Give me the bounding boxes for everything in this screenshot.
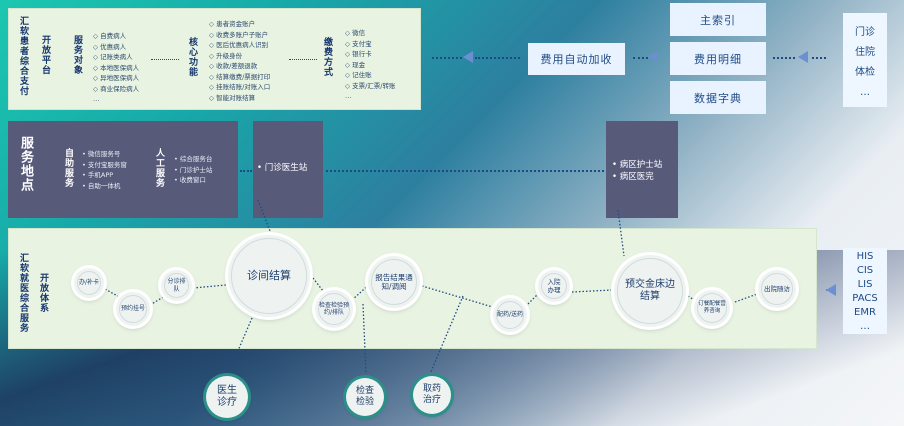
payment-method-list: ◇ 微信 ◇ 支付宝 ◇ 银行卡 ◇ 现金 ◇ 记住账 ◇ 支票/汇票/转账 … bbox=[345, 28, 395, 102]
top-panel-platform: 开放平台 bbox=[40, 35, 50, 75]
list-item: ◇ 优惠病人 bbox=[93, 42, 127, 51]
list-item: • 门诊护士站 bbox=[174, 165, 213, 174]
list-item: ◇ 智能对账结算 bbox=[209, 93, 256, 102]
list-item: • 支付宝服务窗 bbox=[82, 160, 127, 169]
manual-service-label: 人工服务 bbox=[154, 148, 164, 188]
connector bbox=[326, 170, 604, 172]
list-item: ◇ 升级身份 bbox=[209, 51, 243, 60]
master-index-box: 主索引 bbox=[670, 3, 766, 36]
connector bbox=[633, 57, 648, 59]
list-item: ◇ 微信 bbox=[345, 29, 366, 37]
bottom-panel-title: 汇软就医综合服务 bbox=[18, 253, 28, 333]
clinic-doctor-station: • 门诊医生站 bbox=[253, 121, 323, 218]
list-item: • 收费窗口 bbox=[174, 176, 206, 184]
list-item: ◇ 本地医保病人 bbox=[93, 63, 140, 72]
self-service-label: 自助服务 bbox=[63, 148, 73, 188]
list-item: • 病区医完 bbox=[612, 172, 654, 182]
ward-station: • 病区护士站 • 病区医完 bbox=[606, 121, 678, 218]
list-item: • 手机APP bbox=[82, 171, 114, 179]
list-item: 体检 bbox=[855, 67, 875, 78]
list-item: • 微信服务号 bbox=[82, 150, 121, 158]
department-list-box: 门诊住院体检 … bbox=[843, 13, 887, 107]
list-item: ◇ 收款/差额退款 bbox=[209, 62, 258, 70]
connector bbox=[240, 170, 252, 172]
node-settle: 诊间结算 bbox=[228, 235, 310, 317]
node-card: 办/补卡 bbox=[74, 268, 104, 298]
list-item: ◇ 支票/汇票/转账 bbox=[345, 81, 396, 90]
service-object-list: ◇ 自费病人 ◇ 优惠病人 ◇ 记账类病人 ◇ 本地医保病人 ◇ 异地医保病人 ◇ 商业保… bbox=[93, 31, 139, 105]
connector bbox=[773, 57, 795, 59]
list-item: … bbox=[345, 92, 352, 100]
arrow-left-icon bbox=[798, 51, 808, 63]
clinic-doctor-station-label: • 门诊医生站 bbox=[257, 163, 308, 173]
list-item: ◇ 记住账 bbox=[345, 71, 372, 79]
list-item: EMR bbox=[854, 307, 876, 318]
arrow-left-icon bbox=[648, 51, 658, 63]
list-item: … bbox=[860, 321, 870, 332]
node-discharge: 出院随访 bbox=[758, 270, 796, 308]
core-function-label: 核心功能 bbox=[187, 37, 197, 77]
arrow-left-icon bbox=[463, 51, 473, 63]
list-item: ◇ 自费病人 bbox=[93, 32, 127, 40]
node-prepay: 预交金床边结算 bbox=[614, 255, 686, 327]
list-item: ◇ 收费多账户子账户 bbox=[209, 30, 269, 39]
list-item: ◇ 异地医保病人 bbox=[93, 74, 140, 82]
service-object-label: 服务对象 bbox=[72, 35, 82, 75]
department-list: 门诊住院体检 … bbox=[843, 23, 887, 103]
exam-test-circle: 检查检验 bbox=[346, 378, 384, 416]
list-item: ◇ 记账类病人 bbox=[93, 53, 133, 61]
list-item: 门诊 bbox=[855, 27, 875, 38]
connector bbox=[812, 57, 826, 59]
self-service-list: • 微信服务号 • 支付宝服务窗 • 手机APP • 自助一体机 bbox=[82, 149, 127, 191]
fee-detail-box: 费用明细 bbox=[670, 42, 766, 75]
system-list-box: HIS CIS LIS PACS EMR … bbox=[843, 248, 887, 334]
connector bbox=[151, 59, 179, 60]
list-item: … bbox=[93, 95, 100, 103]
service-location-panel: 服务地点 自助服务 • 微信服务号• 支付宝服务窗• 手机APP• 自助一体机 … bbox=[8, 121, 238, 218]
list-item: PACS bbox=[852, 293, 878, 304]
list-item: • 自助一体机 bbox=[82, 181, 121, 190]
node-exam-appt: 检查检验预约/排队 bbox=[315, 290, 353, 328]
connector bbox=[432, 57, 462, 59]
bottom-panel-subtitle: 开放体系 bbox=[38, 273, 48, 313]
list-item: • 病区护士站 bbox=[612, 160, 663, 170]
node-report: 报告结果通知/调阅 bbox=[368, 256, 420, 308]
list-item: 住院 bbox=[855, 47, 875, 58]
payment-method-label: 缴费方式 bbox=[322, 37, 332, 77]
connector bbox=[475, 57, 520, 59]
list-item: ◇ 医后优惠病人识别 bbox=[209, 41, 269, 49]
top-panel: 汇软患者综合支付 开放平台 服务对象 ◇ 自费病人◇ 优惠病人◇ 记账类病人◇ … bbox=[8, 8, 421, 110]
list-item: ◇ 支付宝 bbox=[345, 39, 372, 48]
doctor-diagnosis-circle: 医生诊疗 bbox=[206, 376, 248, 418]
service-location-title: 服务地点 bbox=[18, 136, 33, 192]
list-item: • 综合服务台 bbox=[174, 155, 213, 163]
arrow-left-icon bbox=[826, 284, 836, 296]
node-triage: 分诊排队 bbox=[161, 270, 192, 301]
node-register: 预约挂号 bbox=[116, 292, 150, 326]
list-item: ◇ 结算缴费/票据打印 bbox=[209, 72, 271, 81]
node-admit: 入院办理 bbox=[538, 270, 570, 302]
list-item: ◇ 患者资金账户 bbox=[209, 20, 256, 28]
list-item: ◇ 商业保险病人 bbox=[93, 84, 140, 93]
top-panel-title: 汇软患者综合支付 bbox=[18, 16, 28, 96]
node-dispense: 配药/送药 bbox=[493, 298, 527, 332]
system-list: HIS CIS LIS PACS EMR … bbox=[843, 250, 887, 334]
list-item: HIS bbox=[856, 251, 874, 262]
fee-auto-box: 费用自动加收 bbox=[528, 43, 625, 75]
node-order: 订餐配餐营养咨询 bbox=[694, 290, 730, 326]
ward-station-list: • 病区护士站 • 病区医完 bbox=[612, 159, 662, 183]
list-item: ◇ 挂账结账/对账入口 bbox=[209, 83, 271, 91]
manual-service-list: • 综合服务台 • 门诊护士站 • 收费窗口 bbox=[174, 154, 212, 186]
core-function-list: ◇ 患者资金账户 ◇ 收费多账户子账户 ◇ 医后优惠病人识别 ◇ 升级身份 ◇ 收款/差… bbox=[209, 19, 270, 103]
list-item: … bbox=[860, 87, 870, 98]
list-item: LIS bbox=[857, 279, 873, 290]
list-item: ◇ 银行卡 bbox=[345, 50, 372, 58]
medicine-treatment-circle: 取药治疗 bbox=[413, 376, 451, 414]
list-item: ◇ 现金 bbox=[345, 60, 366, 69]
list-item: CIS bbox=[856, 265, 874, 276]
data-dictionary-box: 数据字典 bbox=[670, 81, 766, 114]
connector bbox=[289, 59, 317, 60]
